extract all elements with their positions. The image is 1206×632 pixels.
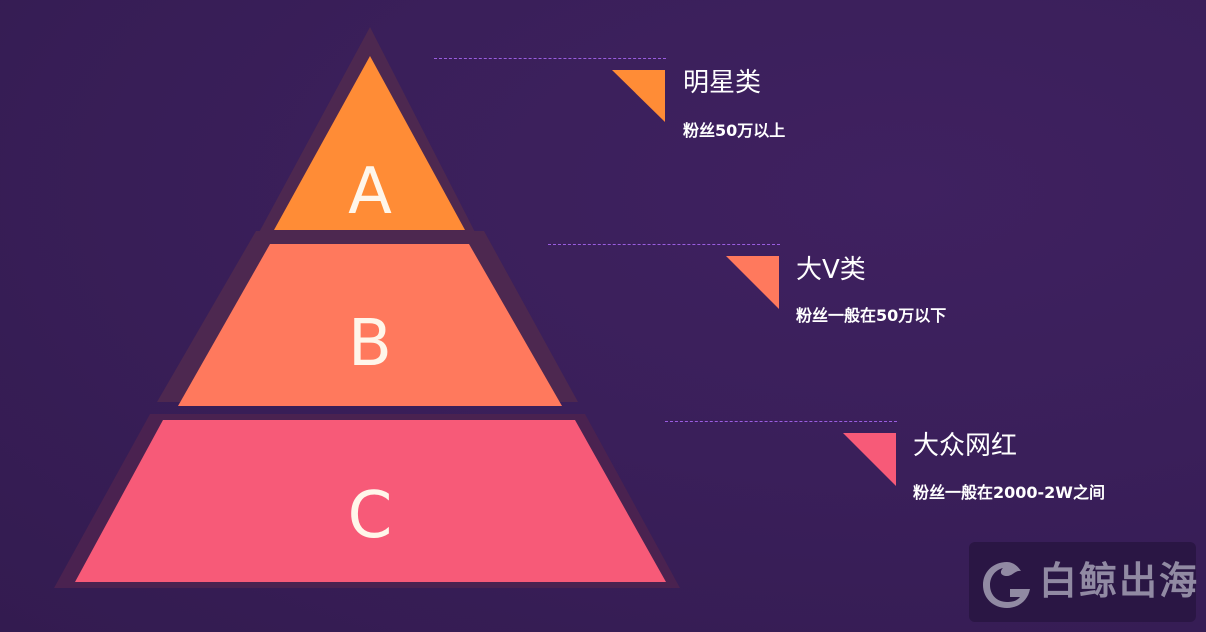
tier-c-corner-triangle <box>843 433 896 486</box>
tier-b-letter: B <box>348 307 392 381</box>
tier-a-connector-line <box>434 58 666 59</box>
watermark-logo: 白鲸出海 <box>969 542 1200 622</box>
tier-c-subtitle: 粉丝一般在2000-2W之间 <box>913 483 1105 502</box>
tier-b-corner-triangle <box>726 256 779 309</box>
tier-b-subtitle: 粉丝一般在50万以下 <box>796 306 947 325</box>
tier-b-title: 大V类 <box>796 255 866 285</box>
whale-logo-icon <box>983 562 1030 608</box>
tier-c-letter: C <box>347 479 393 553</box>
tier-c-shape[interactable] <box>75 420 666 582</box>
tier-b-connector-line <box>548 244 780 245</box>
tier-c-connector-line <box>665 421 897 422</box>
tier-a-letter: A <box>348 155 392 229</box>
tier-a-subtitle: 粉丝50万以上 <box>683 121 786 140</box>
tier-b-shape[interactable] <box>178 244 562 406</box>
tier-a-corner-triangle <box>612 70 665 122</box>
watermark-text: 白鲸出海 <box>1039 559 1200 603</box>
tier-c-title: 大众网红 <box>913 431 1018 461</box>
tier-a-shape[interactable] <box>274 56 465 230</box>
tier-a-title: 明星类 <box>683 68 762 98</box>
